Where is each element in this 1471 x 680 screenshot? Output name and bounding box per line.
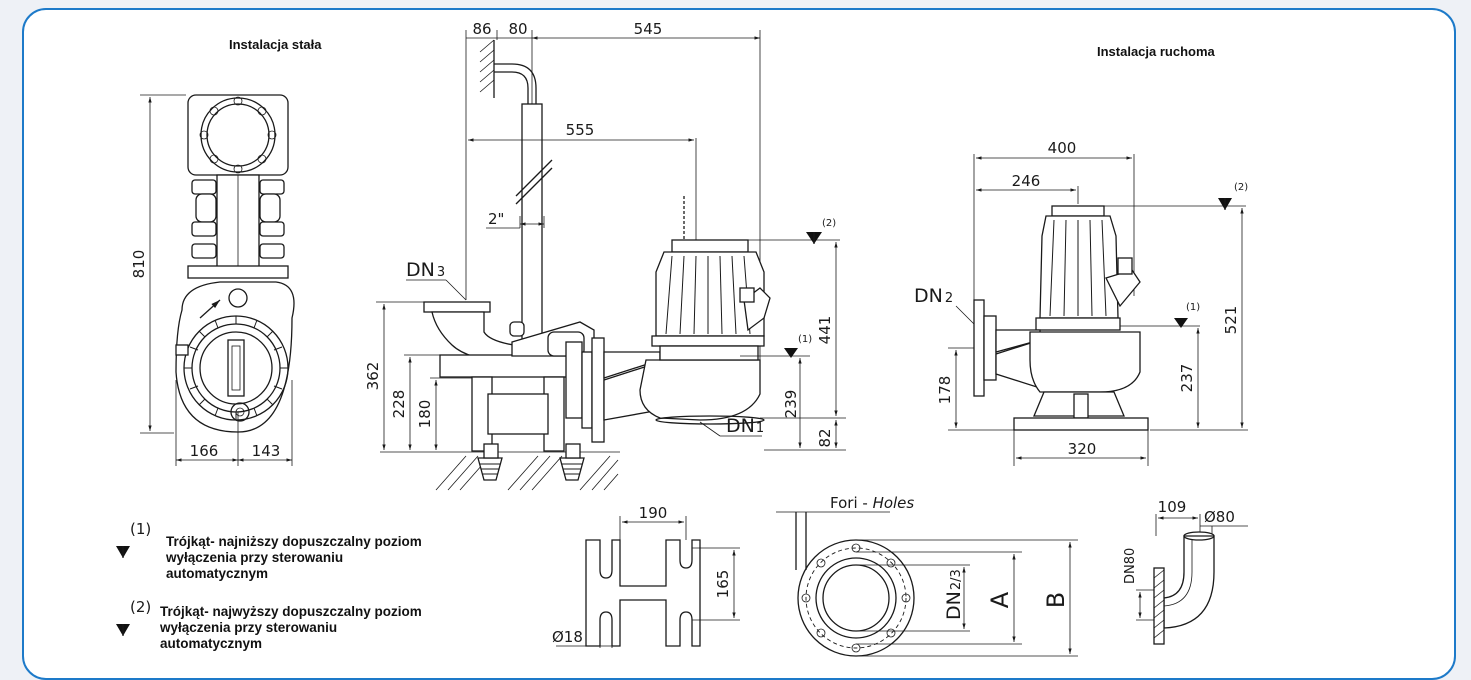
legend: (1) Trójkąt- najniższy dopuszczalny pozi…	[116, 520, 422, 651]
legend-note-2-line-1: Trójkąt- najwyższy dopuszczalny poziom	[160, 604, 422, 619]
flange-a-label: A	[986, 591, 1014, 608]
right-level-mark-2: (2)	[1234, 182, 1248, 193]
dim-80: 80	[508, 20, 527, 38]
dim-143: 143	[252, 442, 281, 460]
left-top-view: 810 166 143	[130, 94, 295, 466]
legend-mark-1: (1)	[130, 520, 151, 538]
legend-note-1-line-3: automatycznym	[166, 566, 268, 581]
mid-level-mark-1: (1)	[798, 334, 812, 345]
holes-label: Fori - Holes	[830, 494, 914, 512]
dim-239: 239	[782, 390, 800, 419]
legend-note-2-line-3: automatycznym	[160, 636, 262, 651]
legend-note-1-line-2: wyłączenia przy sterowaniu	[165, 550, 343, 565]
elbow-detail: 109 Ø80 DN80	[1123, 498, 1248, 645]
flange-detail: Fori - Holes DN2/3 A	[776, 494, 1078, 657]
dim-521: 521	[1222, 306, 1240, 335]
dim-86: 86	[472, 20, 491, 38]
dn1-label: DN1	[726, 415, 764, 437]
right-level-mark-1: (1)	[1186, 302, 1200, 313]
pipe-2in-label: 2"	[488, 210, 504, 228]
title-mobile-installation: Instalacja ruchoma	[1097, 44, 1216, 59]
flange-b-label: B	[1042, 592, 1070, 608]
legend-note-1-line-1: Trójkąt- najniższy dopuszczalny poziom	[166, 534, 422, 549]
legend-note-2-line-2: wyłączenia przy sterowaniu	[159, 620, 337, 635]
dim-237: 237	[1178, 364, 1196, 393]
dim-82: 82	[816, 428, 834, 447]
dim-165: 165	[714, 570, 732, 599]
dim-400: 400	[1048, 139, 1077, 157]
elbow-dn80-label: DN80	[1123, 548, 1138, 584]
dim-178: 178	[936, 376, 954, 405]
drawing-stage: Instalacja stała Instalacja ruchoma	[22, 8, 1456, 680]
mid-level-mark-2: (2)	[822, 218, 836, 229]
dim-545: 545	[634, 20, 663, 38]
title-fixed-installation: Instalacja stała	[229, 37, 322, 52]
dim-810: 810	[130, 250, 148, 279]
dim-109: 109	[1158, 498, 1187, 516]
foot-detail: 190 165 Ø18	[552, 504, 740, 648]
flange-dn-label: DN2/3	[943, 569, 965, 620]
dim-441: 441	[816, 316, 834, 345]
dim-320: 320	[1068, 440, 1097, 458]
dim-166: 166	[190, 442, 219, 460]
dim-555: 555	[566, 121, 595, 139]
dim-180: 180	[416, 400, 434, 429]
right-mobile-view: 400 246	[914, 139, 1248, 466]
dim-80-diameter: Ø80	[1204, 508, 1235, 526]
dim-18: Ø18	[552, 628, 583, 646]
dim-362: 362	[364, 362, 382, 391]
technical-drawing: Instalacja stała Instalacja ruchoma	[116, 20, 1248, 657]
dim-228: 228	[390, 390, 408, 419]
dim-190: 190	[639, 504, 668, 522]
legend-mark-2: (2)	[130, 598, 151, 616]
dim-246: 246	[1012, 172, 1041, 190]
